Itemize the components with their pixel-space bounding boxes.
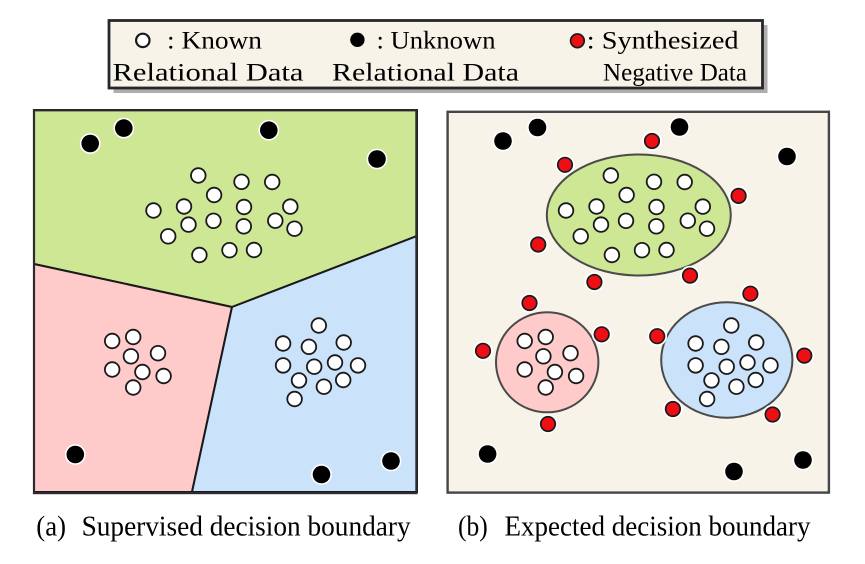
svg-text:Supervised decision boundary: Supervised decision boundary [82, 511, 411, 543]
svg-text:: Known: : Known [167, 27, 263, 54]
svg-text:Relational Data: Relational Data [113, 60, 304, 87]
svg-text:Negative Data: Negative Data [603, 60, 747, 87]
svg-text:(b): (b) [458, 511, 488, 543]
svg-text:Expected decision boundary: Expected decision boundary [505, 511, 811, 543]
svg-text:: Synthesized: : Synthesized [587, 27, 739, 54]
svg-text:(a): (a) [36, 511, 66, 543]
svg-text:Relational Data: Relational Data [332, 60, 519, 87]
svg-text:: Unknown: : Unknown [377, 27, 497, 54]
